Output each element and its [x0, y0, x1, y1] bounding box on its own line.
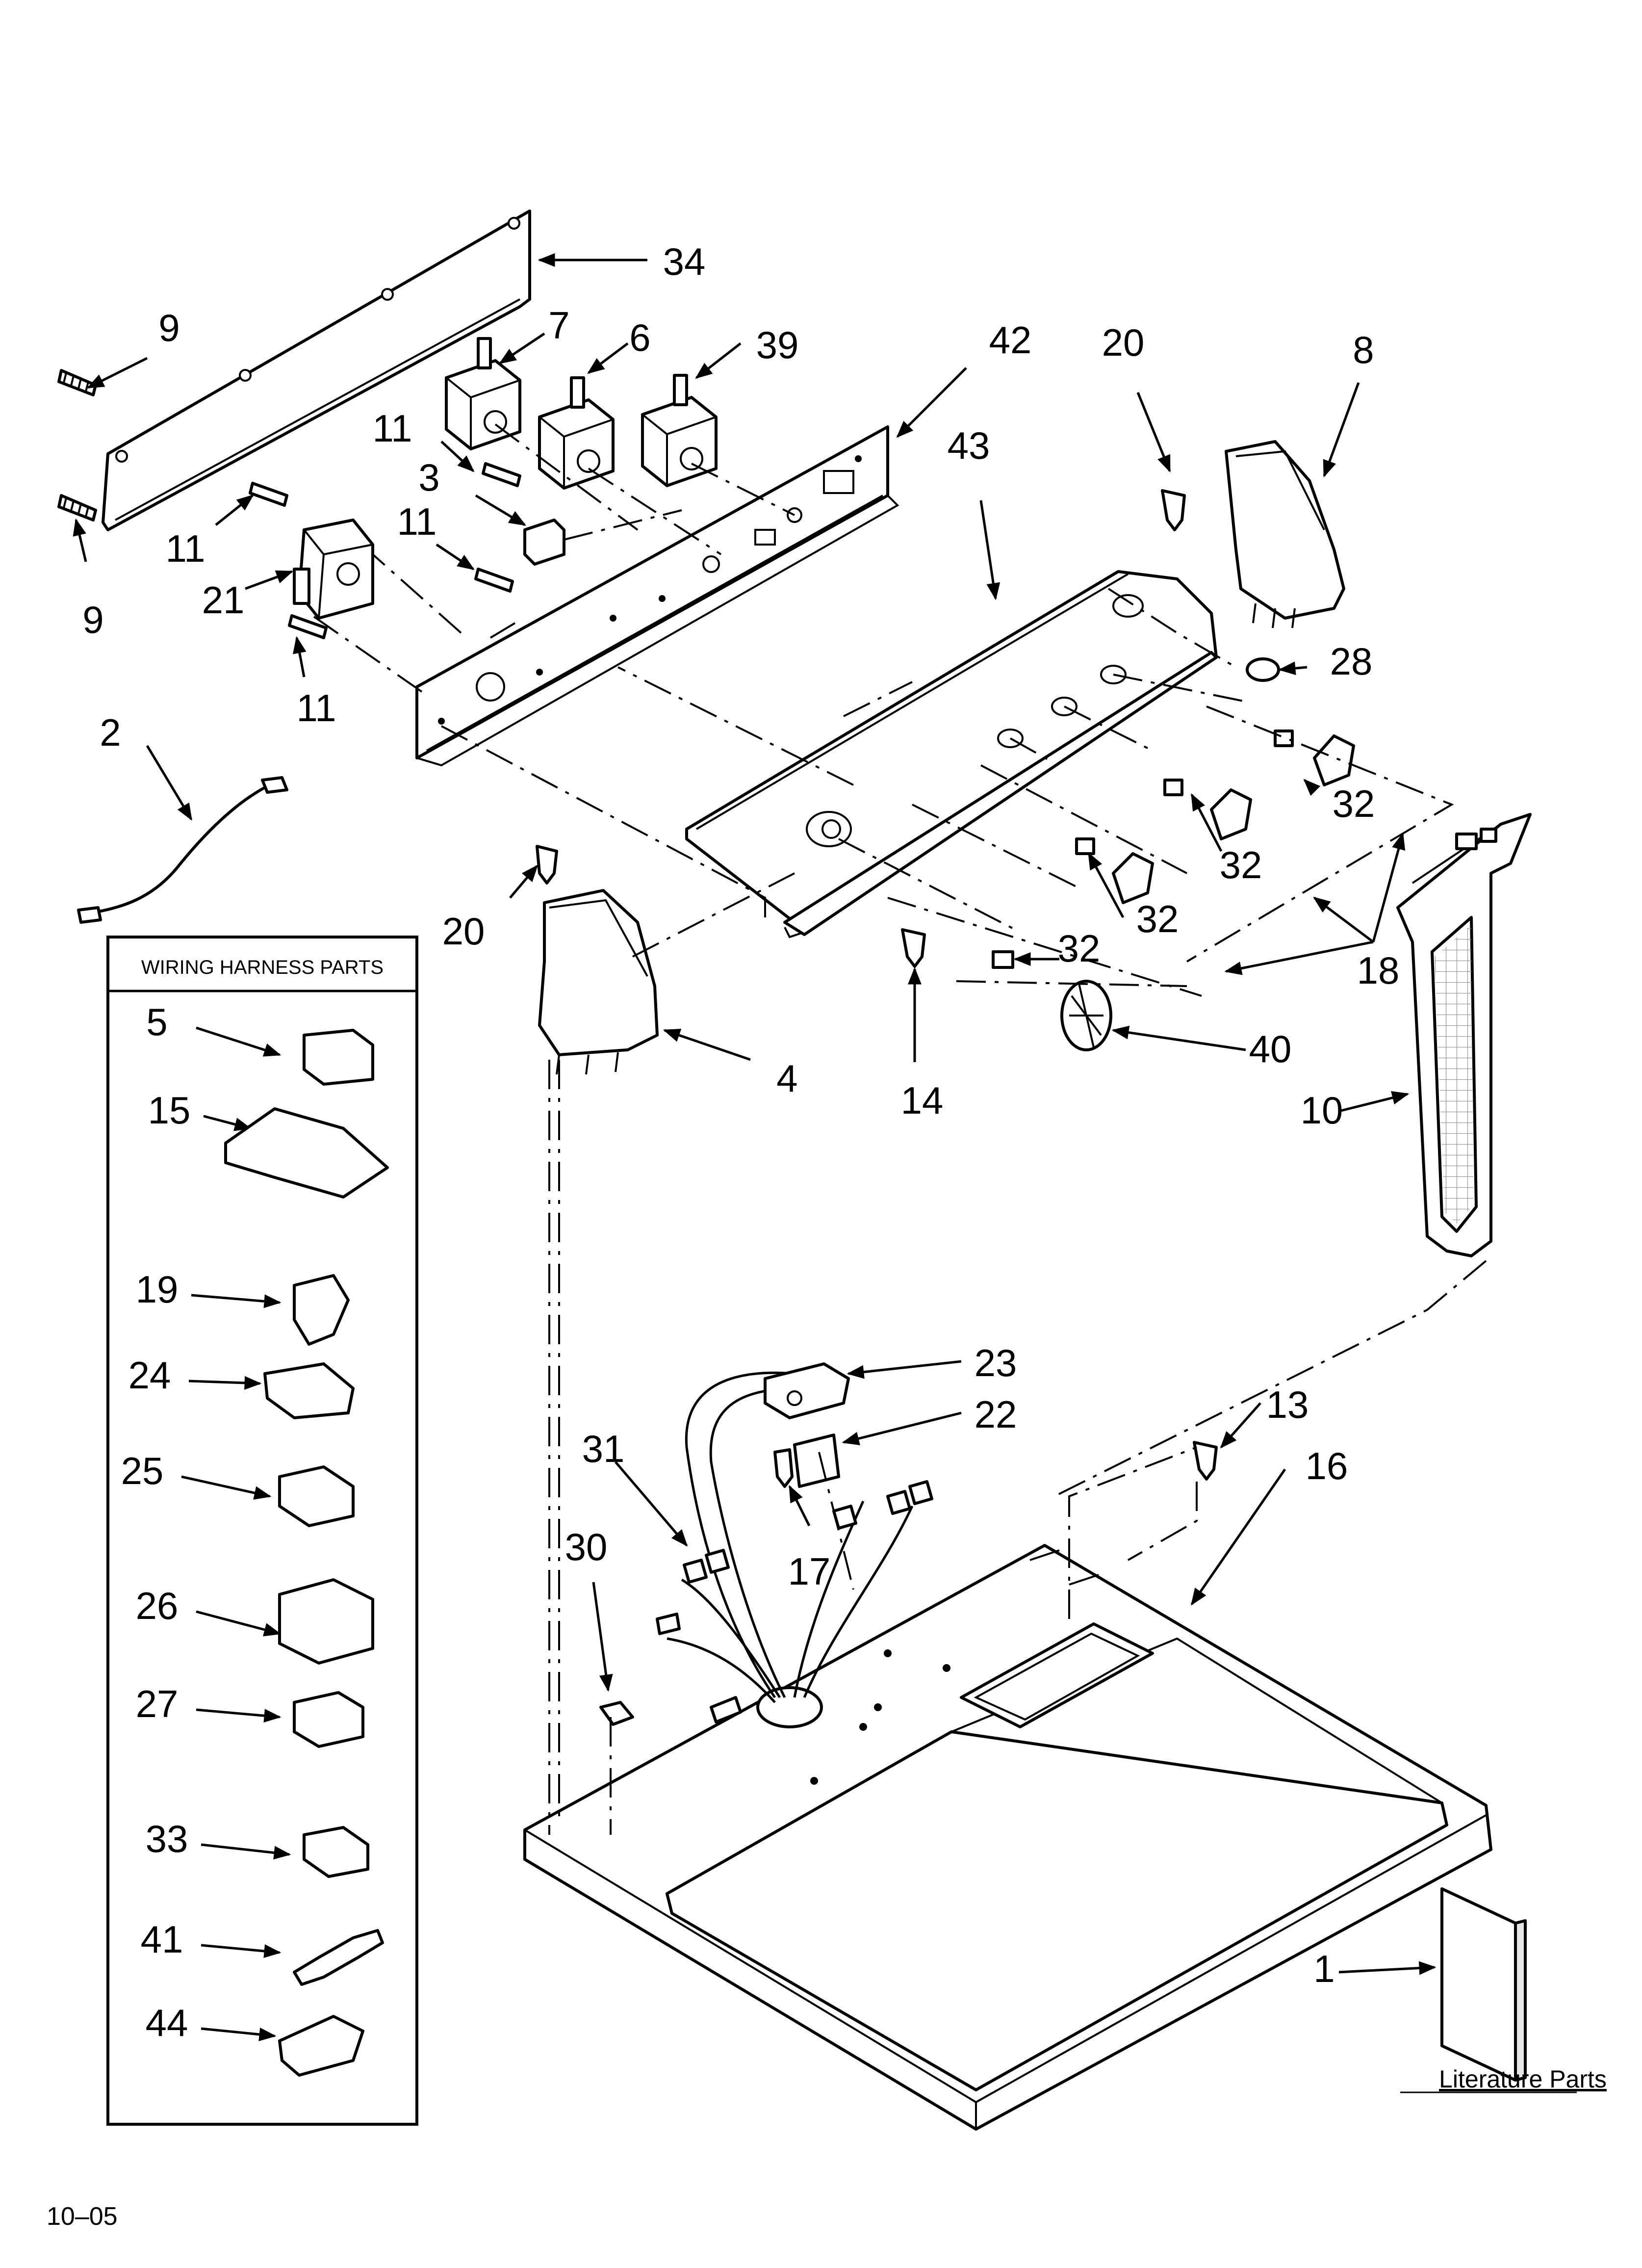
screw-part-20-upper [1161, 489, 1186, 531]
screw-part-14 [901, 928, 926, 968]
screw-part-9-lower [57, 494, 97, 521]
screw-part-20-lower [536, 845, 558, 885]
alignment-lines [308, 423, 1487, 1835]
callout-42: 42 [989, 318, 1032, 362]
connector-part-44 [278, 2015, 364, 2077]
callout-32-b: 32 [1220, 843, 1262, 886]
bracket-part-22 [793, 1434, 840, 1488]
console-mounting-panel-part-42 [415, 425, 899, 767]
harness-item-27-label: 27 [136, 1682, 179, 1725]
callout-13: 13 [1266, 1383, 1309, 1426]
callout-6: 6 [629, 316, 650, 359]
terminal-part-41 [293, 1929, 384, 1986]
end-cap-part-4 [538, 889, 659, 1075]
wiring-harness-parts-box: WIRING HARNESS PARTS 5 15 19 24 25 26 27… [106, 936, 418, 2126]
callout-7: 7 [548, 304, 569, 347]
console-part-43 [685, 570, 1218, 938]
knob-part-32-c [1075, 837, 1154, 904]
connector-part-26 [278, 1578, 374, 1665]
callout-20-upper: 20 [1102, 321, 1145, 364]
rear-bracket-part-34 [102, 209, 531, 531]
callout-11-bottom: 11 [297, 686, 336, 730]
screw-part-17 [773, 1448, 794, 1488]
literature-parts-part-1 [1440, 1887, 1527, 2082]
lint-screen-part-10 [1396, 813, 1532, 1257]
callout-31: 31 [582, 1427, 625, 1470]
callout-17: 17 [788, 1550, 831, 1593]
leader-arrows [73, 253, 1437, 1975]
callout-labels: 34 9 9 7 6 39 42 20 8 43 11 11 11 11 3 2… [82, 240, 1399, 1990]
callout-32-a: 32 [1333, 782, 1375, 825]
callout-11-left: 11 [166, 527, 205, 570]
harness-item-19-label: 19 [136, 1268, 179, 1311]
timer-part-21 [293, 519, 374, 620]
callout-39: 39 [756, 323, 799, 366]
top-part-16 [523, 1544, 1492, 2131]
clip-part-19 [293, 1274, 350, 1346]
screw-part-11-b [288, 614, 328, 639]
callout-8: 8 [1353, 328, 1374, 371]
screw-part-9-upper [57, 369, 97, 396]
callout-9-lower: 9 [82, 598, 103, 641]
callout-3: 3 [418, 456, 439, 499]
callout-14: 14 [901, 1079, 944, 1122]
harness-item-25-label: 25 [121, 1449, 164, 1492]
end-cap-part-8 [1225, 440, 1345, 628]
harness-item-24-label: 24 [128, 1354, 171, 1397]
panel-holes [438, 455, 862, 725]
seal-part-28 [1246, 657, 1280, 682]
switch-part-39 [641, 374, 718, 487]
knob-part-40 [1060, 980, 1112, 1051]
callout-22: 22 [975, 1393, 1017, 1436]
connector-part-27 [293, 1691, 364, 1748]
connector-part-24 [263, 1362, 355, 1419]
screw-part-11-c [474, 568, 514, 593]
callout-16: 16 [1306, 1444, 1348, 1487]
screw-part-13 [1193, 1441, 1218, 1481]
callout-40: 40 [1249, 1027, 1292, 1070]
literature-parts-label: Literature Parts [1439, 2065, 1607, 2093]
knob-part-32-d [992, 950, 1014, 969]
callout-1: 1 [1313, 1947, 1334, 1990]
callout-18: 18 [1357, 949, 1400, 992]
callout-11-top: 11 [373, 407, 412, 450]
callout-9-upper: 9 [158, 306, 180, 349]
harness-item-33-label: 33 [146, 1817, 188, 1860]
wire-harness-part-2 [77, 776, 288, 924]
callout-28: 28 [1330, 640, 1373, 683]
switch-part-3 [523, 519, 565, 566]
callout-43: 43 [948, 424, 990, 467]
harness-item-44-label: 44 [146, 2001, 188, 2044]
connector-part-5 [303, 1029, 374, 1086]
callout-20-lower: 20 [442, 910, 485, 953]
callout-32-d: 32 [1058, 927, 1101, 970]
switch-part-6 [538, 376, 615, 490]
harness-item-15-label: 15 [148, 1089, 191, 1132]
main-wire-harness-part-23 [656, 1362, 933, 1723]
callout-11-mid: 11 [397, 500, 437, 543]
screw-part-11-a [249, 482, 288, 507]
knob-part-32-b [1163, 779, 1252, 840]
footer-code: 10–05 [47, 2202, 118, 2231]
callout-30: 30 [565, 1525, 608, 1568]
callout-4: 4 [776, 1057, 797, 1100]
knob-part-32-a [1274, 730, 1355, 786]
harness-box-title: WIRING HARNESS PARTS [141, 957, 384, 978]
callout-34: 34 [663, 240, 706, 283]
harness-item-41-label: 41 [141, 1918, 183, 1961]
switch-part-7 [445, 337, 521, 450]
callout-2: 2 [100, 711, 121, 754]
harness-item-26-label: 26 [136, 1584, 179, 1627]
screw-part-11-d [482, 462, 521, 487]
clip-part-30 [599, 1701, 634, 1726]
callout-21: 21 [202, 578, 245, 622]
connector-part-15 [224, 1107, 389, 1199]
harness-item-5-label: 5 [146, 1000, 167, 1043]
callout-32-c: 32 [1136, 897, 1179, 940]
callout-23: 23 [975, 1341, 1017, 1384]
connector-part-33 [303, 1826, 369, 1878]
callout-10: 10 [1301, 1089, 1343, 1132]
connector-part-25 [278, 1465, 355, 1527]
